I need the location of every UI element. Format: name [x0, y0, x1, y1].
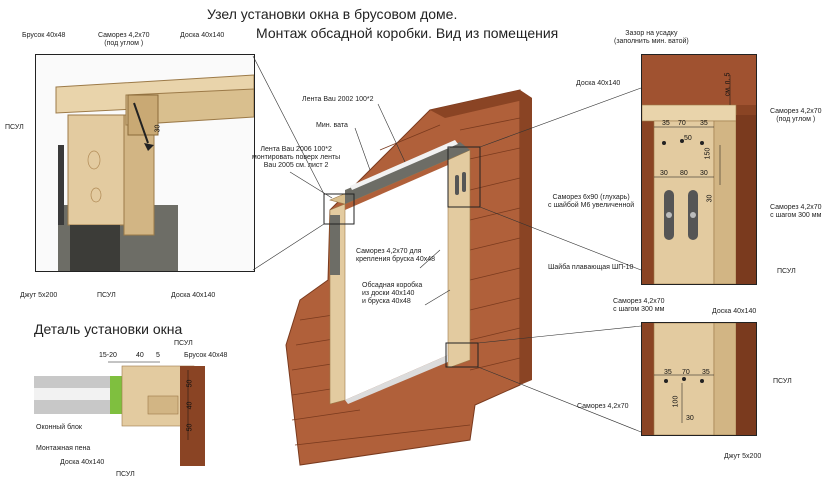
detail-box-top-right: 35 70 35 50 150 см. п. 5 30 80 30 30 — [641, 54, 757, 285]
label-samorez-right: Саморез 4,2х70 (под углом ) — [770, 108, 822, 124]
label-samorez-step: Саморез 4,2х70 с шагом 300 мм — [770, 204, 822, 220]
label-zazor-1: Зазор на усадку — [625, 30, 678, 37]
top-left-detail-drawing — [55, 74, 254, 271]
label-samorez-brusok-1: Саморез 4,2х70 для — [356, 248, 422, 255]
detail-box-top-left: 30 — [35, 54, 255, 272]
det-dim-15-20: 15-20 — [99, 352, 117, 359]
label-samorez-right-b: Саморез 4,2х70 — [577, 403, 629, 410]
detail-title: Деталь установки окна — [34, 321, 183, 337]
detail-label-okonny: Оконный блок — [36, 424, 82, 431]
dim-35-c: 35 — [664, 369, 672, 376]
dim-35-d: 35 — [702, 369, 710, 376]
label-lenta-2002: Лента Bau 2002 100*2 — [302, 96, 374, 103]
title-line-2: Монтаж обсадной коробки. Вид из помещени… — [256, 25, 559, 41]
dim-30-side: 30 — [706, 194, 714, 203]
label-samorez-glukhar-2: с шайбой М6 увеличенной — [548, 202, 635, 209]
dim-30-d: 30 — [686, 415, 694, 422]
label-samorez-step-b1: Саморез 4,2х70 — [613, 298, 665, 305]
label-obsadnaya-1: Обсадная коробка — [362, 282, 423, 289]
label-samorez-step-b2: с шагом 300 мм — [613, 306, 665, 313]
detail-label-psul-top: ПСУЛ — [174, 340, 193, 347]
dim-150: 150 — [704, 147, 712, 160]
dim-70-b: 70 — [682, 369, 690, 376]
label-lenta-2006-2: монтировать поверх ленты — [252, 154, 341, 161]
label-lenta-2006-3: Bau 2005 см. лист 2 — [263, 162, 329, 169]
dim-35-a: 35 — [662, 120, 670, 127]
label-samorez-angle-left-2: (под углом ) — [104, 40, 144, 47]
dim-30-left: 30 — [154, 124, 162, 133]
label-min-vata: Мин. вата — [316, 122, 348, 129]
label-samorez-right-1: Саморез 4,2х70 — [770, 108, 822, 115]
detail-label-brusok: Брусок 40х48 — [184, 352, 228, 359]
label-doska-right-b: Доска 40х140 — [712, 308, 757, 315]
label-obsadnaya-3: и бруска 40х48 — [362, 298, 411, 305]
label-lenta-2006-1: Лента Bau 2006 100*2 — [260, 146, 332, 153]
label-shaiba: Шайба плавающая ШП-10 — [548, 264, 634, 271]
label-psul-bottom: ПСУЛ — [97, 292, 116, 299]
label-lenta-2006: Лента Bau 2006 100*2 монтировать поверх … — [252, 146, 340, 170]
bottom-right-detail-drawing — [642, 323, 756, 435]
label-psul-right: ПСУЛ — [777, 268, 796, 275]
detail-label-pena: Монтажная пена — [36, 445, 91, 452]
dim-5: см. п. 5 — [724, 72, 732, 97]
label-obsadnaya: Обсадная коробка из доски 40х140 и бруск… — [362, 282, 422, 306]
label-samorez-glukhar: Саморез 6х90 (глухарь) с шайбой М6 увели… — [548, 194, 634, 210]
dim-80: 80 — [680, 170, 688, 177]
label-obsadnaya-2: из доски 40х140 — [362, 290, 415, 297]
label-samorez-glukhar-1: Саморез 6х90 (глухарь) — [552, 194, 630, 201]
label-samorez-step-2: с шагом 300 мм — [770, 212, 822, 219]
dim-100: 100 — [672, 395, 680, 408]
dim-50-a: 50 — [684, 135, 692, 142]
det-dim-5: 5 — [156, 352, 160, 359]
label-psul-right-b: ПСУЛ — [773, 378, 792, 385]
det-dim-40: 40 — [136, 352, 144, 359]
label-samorez-step-1: Саморез 4,2х70 — [770, 204, 822, 211]
label-samorez-right-2: (под углом ) — [776, 116, 816, 123]
dim-30-c: 30 — [700, 170, 708, 177]
label-samorez-step-b: Саморез 4,2х70 с шагом 300 мм — [613, 298, 665, 314]
label-zazor: Зазор на усадку (заполнить мин. ватой) — [614, 30, 689, 46]
label-samorez-brusok-2: крепления бруска 40х48 — [356, 256, 435, 263]
det-dim-50a: 50 — [186, 379, 194, 388]
dim-35-b: 35 — [700, 120, 708, 127]
label-psul-left: ПСУЛ — [5, 124, 24, 131]
dim-30-b: 30 — [660, 170, 668, 177]
label-doska-right: Доска 40х140 — [576, 80, 621, 87]
det-dim-40b: 40 — [186, 401, 194, 410]
detail-label-doska: Доска 40х140 — [60, 459, 105, 466]
label-samorez-angle-left-1: Саморез 4,2х70 — [98, 32, 150, 39]
label-doska-top: Доска 40х140 — [180, 32, 225, 39]
detail-label-psul-bottom: ПСУЛ — [116, 471, 135, 478]
det-dim-50b: 50 — [186, 423, 194, 432]
dim-70-a: 70 — [678, 120, 686, 127]
label-jut-left: Джут 5х200 — [20, 292, 58, 299]
label-jut-right-b: Джут 5х200 — [724, 453, 762, 460]
label-brusok-top: Брусок 40х48 — [22, 32, 66, 39]
label-samorez-brusok: Саморез 4,2х70 для крепления бруска 40х4… — [356, 248, 435, 264]
label-zazor-2: (заполнить мин. ватой) — [614, 38, 689, 45]
title-line-1: Узел установки окна в брусовом доме. — [207, 6, 458, 22]
label-samorez-angle-left: Саморез 4,2х70 (под углом ) — [98, 32, 150, 48]
top-right-detail-drawing — [642, 55, 756, 284]
detail-box-bottom-right: 35 70 35 100 30 — [641, 322, 757, 436]
label-doska-bottom: Доска 40х140 — [171, 292, 216, 299]
